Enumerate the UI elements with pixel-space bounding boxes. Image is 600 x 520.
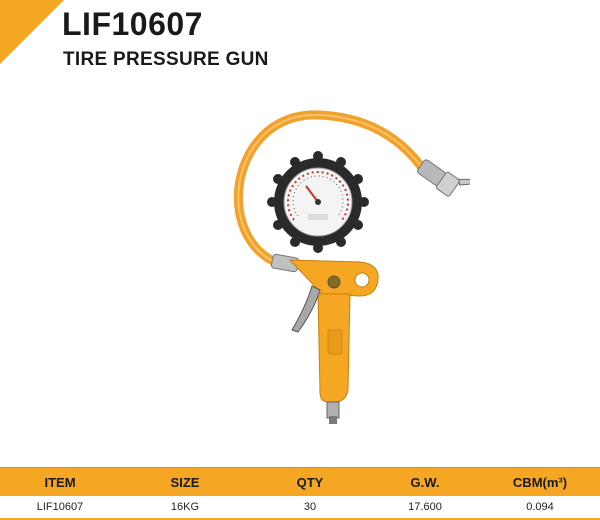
- trigger: [291, 285, 321, 333]
- cell-item: LIF10607: [0, 496, 120, 520]
- cell-qty: 30: [250, 496, 370, 520]
- cell-cbm: 0.094: [480, 496, 600, 520]
- header-cbm: CBM(m³): [480, 467, 600, 496]
- table-row: LIF10607 16KG 30 17.600 0.094: [0, 496, 600, 520]
- header-gw: G.W.: [370, 467, 480, 496]
- gun-body: [288, 259, 379, 424]
- table-header-row: ITEM SIZE QTY G.W. CBM(m³): [0, 467, 600, 496]
- product-name: TIRE PRESSURE GUN: [63, 49, 269, 70]
- cell-gw: 17.600: [370, 496, 480, 520]
- spec-table: ITEM SIZE QTY G.W. CBM(m³) LIF10607 16KG…: [0, 467, 600, 520]
- air-chuck: [417, 159, 470, 197]
- pressure-gauge: [267, 151, 369, 253]
- cell-size: 16KG: [120, 496, 250, 520]
- header-item: ITEM: [0, 467, 120, 496]
- header-size: SIZE: [120, 467, 250, 496]
- corner-accent: [0, 0, 64, 64]
- product-code: LIF10607: [62, 6, 203, 42]
- header-qty: QTY: [250, 467, 370, 496]
- tire-pressure-gun-image: [233, 110, 470, 424]
